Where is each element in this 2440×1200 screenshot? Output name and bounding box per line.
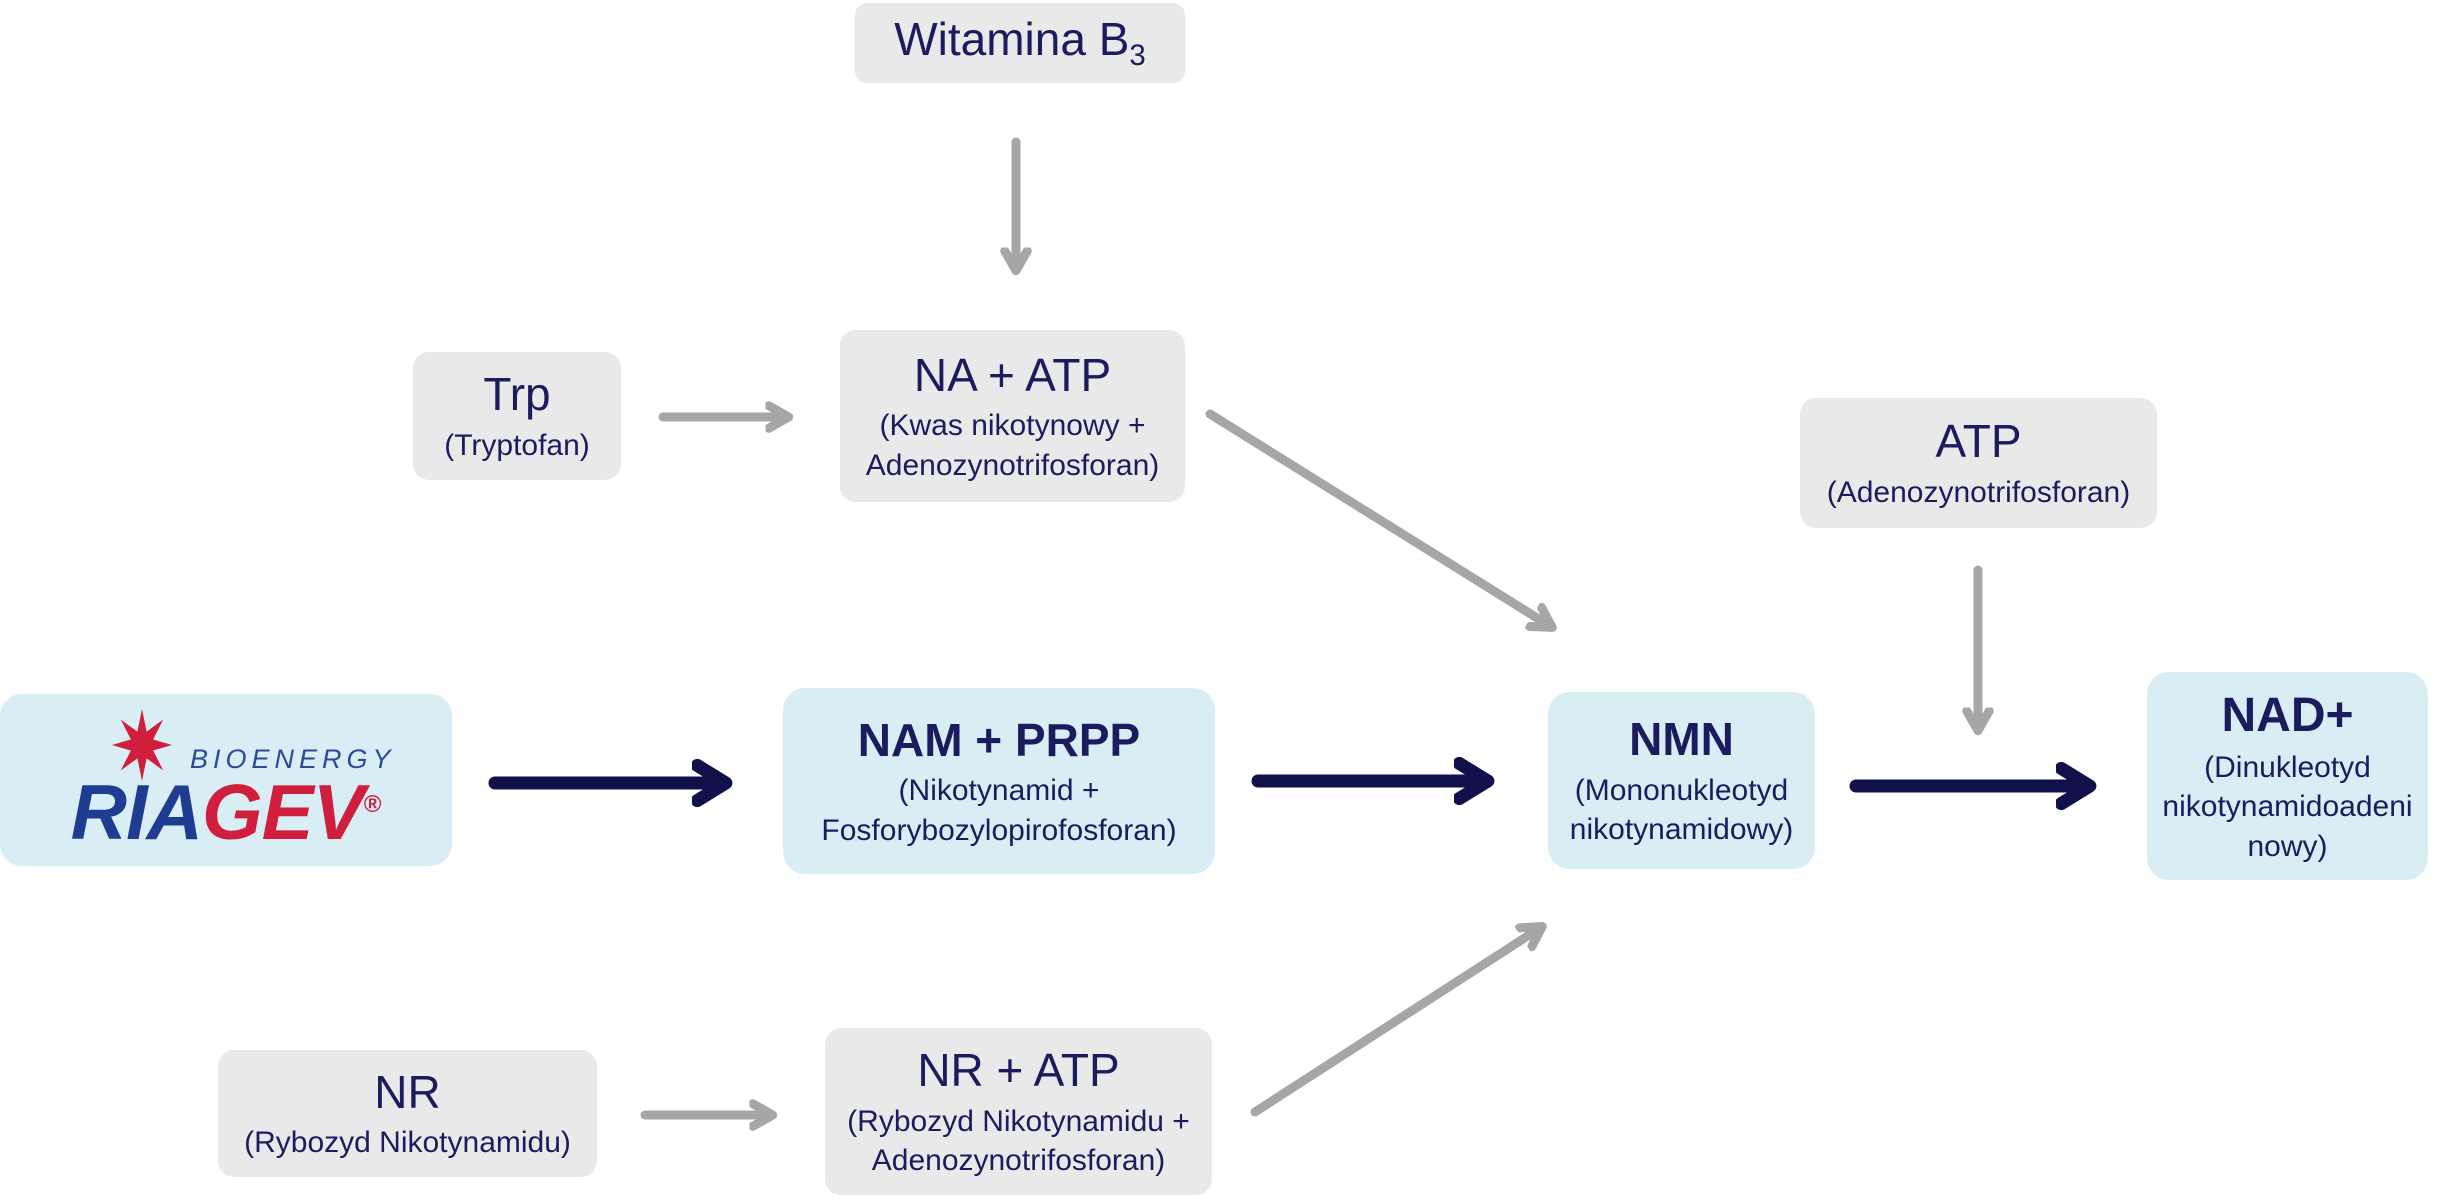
- nam-prpp-subtitle: (Nikotynamid + Fosforybozylopirofosforan…: [821, 774, 1177, 847]
- node-nad: NAD+ (Dinukleotyd nikotynamidoadeninowy): [2147, 672, 2428, 880]
- logo-tagline: BIOENERGY: [190, 744, 396, 774]
- riagev-logo-card: BIOENERGY RIAGEV®: [0, 694, 452, 866]
- arrow-naatp-to-nmn: [1205, 409, 1550, 626]
- node-nam-prpp: NAM + PRPP (Nikotynamid + Fosforybozylop…: [783, 688, 1215, 874]
- nr-subtitle: (Rybozyd Nikotynamidu): [244, 1126, 571, 1160]
- atp-title: ATP: [1935, 415, 2022, 468]
- node-trp: Trp (Tryptofan): [413, 352, 621, 480]
- nmn-subtitle: (Mononukleotyd nikotynamidowy): [1569, 773, 1794, 847]
- trp-title: Trp: [483, 368, 551, 421]
- nad-title: NAD+: [2221, 688, 2354, 742]
- nad-subtitle: (Dinukleotyd nikotynamidoadeninowy): [2162, 750, 2413, 863]
- vitamin-b3-subscript: 3: [1129, 39, 1146, 73]
- trp-subtitle: (Tryptofan): [444, 428, 590, 462]
- registered-mark: ®: [363, 791, 382, 818]
- arrow-nratp-to-nmn: [1250, 928, 1540, 1117]
- starburst-icon: [112, 709, 172, 781]
- node-nr-atp: NR + ATP (Rybozyd Nikotynamidu + Adenozy…: [825, 1028, 1212, 1195]
- node-nr: NR (Rybozyd Nikotynamidu): [218, 1050, 597, 1177]
- atp-subtitle: (Adenozynotrifosforan): [1826, 475, 2131, 509]
- logo-wordmark-ria: RIA: [70, 768, 203, 856]
- node-atp: ATP (Adenozynotrifosforan): [1800, 398, 2157, 528]
- node-na-atp: NA + ATP (Kwas nikotynowy + Adenozynotri…: [840, 330, 1185, 502]
- logo-wordmark-gev: GEV: [201, 768, 365, 856]
- na-atp-subtitle: (Kwas nikotynowy + Adenozynotrifosforan): [865, 409, 1160, 482]
- nr-atp-title: NR + ATP: [917, 1044, 1120, 1097]
- node-vitamin-b3: Witamina B3: [855, 3, 1185, 83]
- node-nmn: NMN (Mononukleotyd nikotynamidowy): [1548, 692, 1815, 869]
- nr-atp-subtitle: (Rybozyd Nikotynamidu + Adenozynotrifosf…: [847, 1104, 1190, 1178]
- nmn-title: NMN: [1629, 713, 1734, 766]
- vitamin-b3-label: Witamina B3: [894, 13, 1146, 73]
- na-atp-title: NA + ATP: [913, 348, 1112, 401]
- logo-wordmark: RIAGEV®: [71, 773, 382, 851]
- nam-prpp-title: NAM + PRPP: [857, 713, 1141, 766]
- riagev-logo: BIOENERGY RIAGEV®: [10, 709, 442, 851]
- nr-title: NR: [374, 1065, 441, 1118]
